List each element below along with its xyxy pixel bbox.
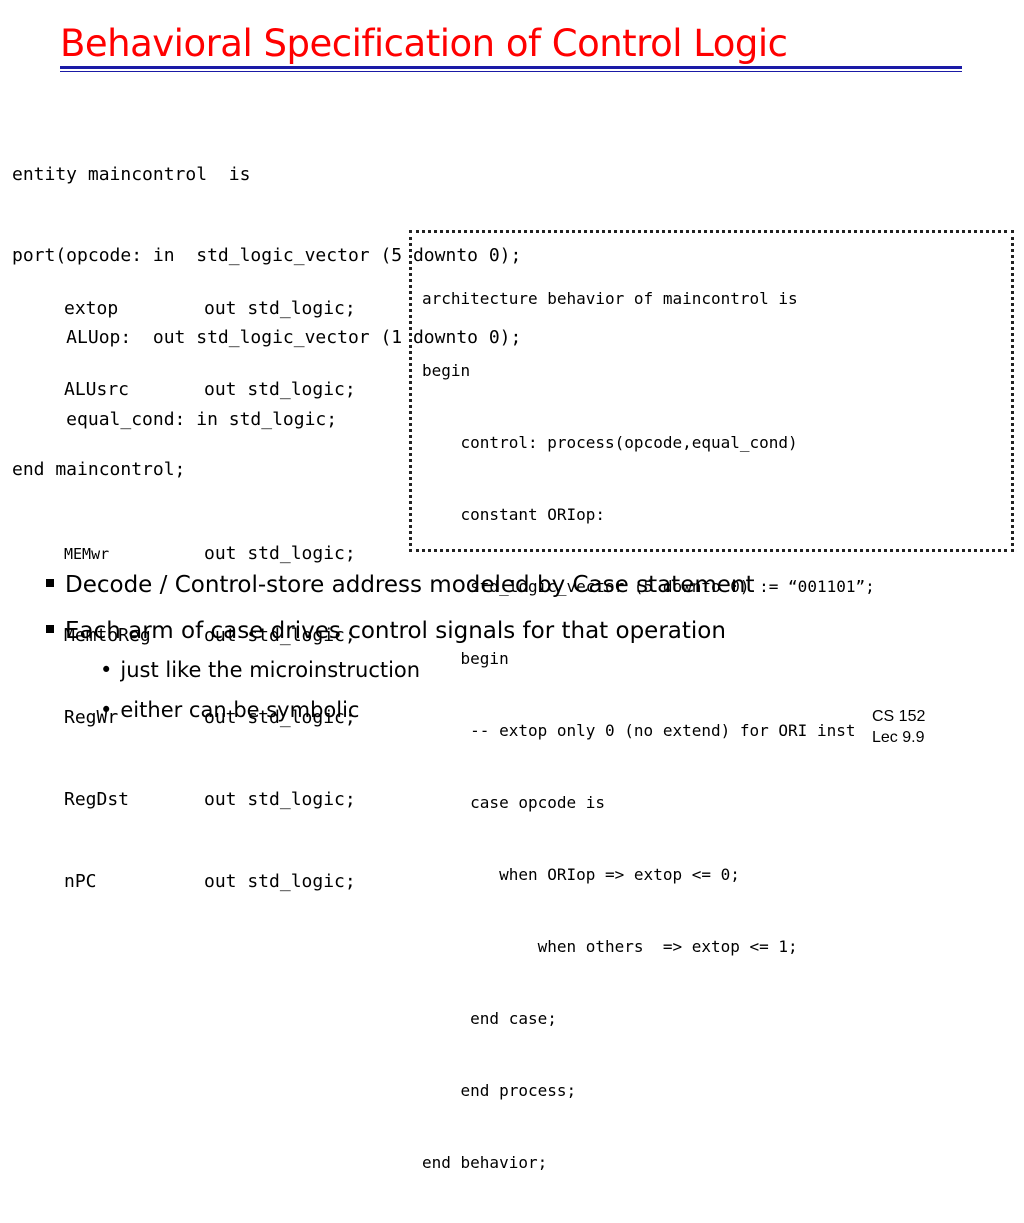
port-line: RegDst out std_logic; [64, 786, 356, 813]
square-bullet-icon [46, 578, 54, 587]
code-line: end process; [422, 1081, 577, 1100]
port-name: RegWr [64, 707, 119, 729]
entity-declaration: entity maincontrol is port(opcode: in st… [12, 106, 521, 461]
square-bullet-icon [46, 624, 54, 633]
port-type: out std_logic; [204, 788, 356, 810]
bullet-text: Decode / Control-store address modeled b… [65, 572, 755, 598]
sub-bullet-item: • just like the microinstruction [100, 658, 420, 682]
sub-bullet-item: • either can be symbolic [100, 698, 359, 722]
slide-title: Behavioral Specification of Control Logi… [60, 22, 788, 65]
code-line: port(opcode: in std_logic_vector (5 down… [12, 245, 522, 267]
port-line: RegWr out std_logic; [64, 704, 356, 731]
slide-footer: CS 152 Lec 9.9 [872, 706, 925, 748]
port-name: ALUsrc [64, 379, 130, 401]
port-type: out std_logic; [204, 870, 356, 892]
entity-end: end maincontrol; [12, 459, 186, 480]
code-line: entity maincontrol is [12, 163, 251, 185]
architecture-code: architecture behavior of maincontrol is … [422, 239, 875, 1223]
code-line: equal_cond: in std_logic; [12, 409, 338, 431]
title-underline [60, 66, 962, 69]
lecture-label: Lec 9.9 [872, 729, 925, 746]
code-line: control: process(opcode,equal_cond) [422, 433, 798, 452]
port-type: out std_logic; [204, 379, 356, 401]
port-type: out std_logic; [204, 625, 356, 647]
code-line: architecture behavior of maincontrol is [422, 289, 798, 308]
code-line: when ORIop => extop <= 0; [422, 865, 740, 884]
code-line: constant ORIop: [422, 505, 606, 524]
port-line: ALUsrc out std_logic; [64, 376, 356, 403]
code-line: begin [422, 649, 509, 668]
port-type: out std_logic; [204, 543, 356, 565]
port-type: out std_logic; [204, 297, 356, 319]
bullet-item: Decode / Control-store address modeled b… [46, 572, 755, 598]
port-line: MEMwr out std_logic; [64, 540, 356, 567]
architecture-box: architecture behavior of maincontrol is … [409, 230, 1014, 1172]
port-name: MemtoReg [64, 625, 151, 647]
dot-bullet-icon: • [100, 698, 113, 722]
port-line: nPC out std_logic; [64, 868, 356, 895]
code-line: -- extop only 0 (no extend) for ORI inst [422, 721, 856, 740]
port-name: extop [64, 297, 119, 319]
sub-bullet-text: just like the microinstruction [120, 658, 421, 682]
code-line: std_logic_vector (5 downto 0) := “001101… [422, 577, 875, 596]
port-line: extop out std_logic; [64, 295, 356, 322]
port-line: MemtoReg out std_logic; [64, 622, 356, 649]
code-line: end case; [422, 1009, 557, 1028]
code-line: end behavior; [422, 1153, 548, 1172]
bullet-text: Each arm of case drives control signals … [65, 618, 726, 644]
code-line: case opcode is [422, 793, 606, 812]
title-underline-thin [60, 71, 962, 72]
dot-bullet-icon: • [100, 658, 113, 682]
bullet-item: Each arm of case drives control signals … [46, 618, 726, 644]
course-label: CS 152 [872, 708, 926, 725]
port-name: MEMwr [64, 545, 110, 564]
code-line: ALUop: out std_logic_vector (1 downto 0)… [12, 327, 522, 349]
port-name: nPC [64, 870, 97, 892]
port-name: RegDst [64, 788, 130, 810]
port-type: out std_logic; [204, 707, 356, 729]
code-line: when others => extop <= 1; [422, 937, 798, 956]
sub-bullet-text: either can be symbolic [120, 698, 360, 722]
code-line: begin [422, 361, 471, 380]
